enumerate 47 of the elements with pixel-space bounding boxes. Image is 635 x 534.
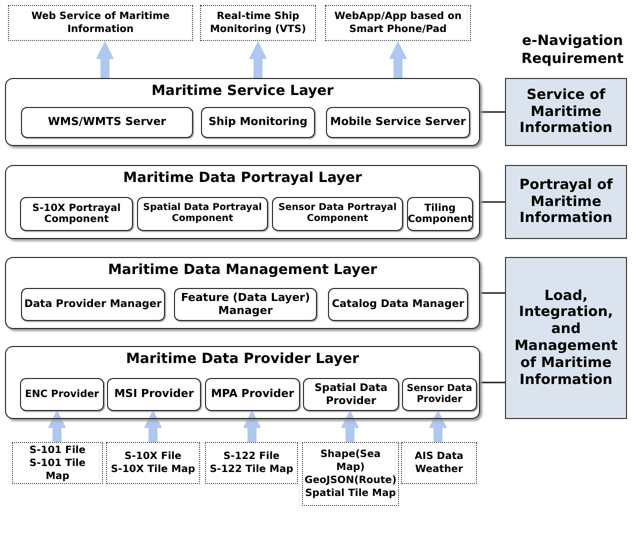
component-box: Feature (Data Layer) Manager: [174, 288, 317, 321]
layer-panel: [5, 257, 480, 329]
block-arrow: [96, 41, 114, 78]
requirement-box: Shape(Sea Map) GeoJSON(Route) Spatial Tile Map: [302, 442, 399, 506]
block-arrow: [243, 410, 261, 442]
block-arrow: [389, 41, 407, 78]
component-box: Sensor Data Portrayal Component: [272, 197, 403, 231]
connector-line: [480, 111, 505, 113]
connector-line: [480, 382, 505, 384]
component-box: Spatial Data Provider: [303, 378, 399, 411]
requirement-box: S-10X File S-10X Tile Map: [106, 442, 200, 484]
layer-title: Maritime Data Provider Layer: [124, 351, 360, 367]
component-box: Data Provider Manager: [21, 288, 165, 321]
component-box: Sensor Data Provider: [402, 378, 477, 411]
block-arrow: [144, 410, 162, 442]
block-arrow: [48, 410, 66, 442]
component-box: WMS/WMTS Server: [21, 107, 193, 138]
component-box: ENC Provider: [20, 378, 104, 411]
layer-title: Maritime Data Management Layer: [106, 262, 378, 278]
block-arrow: [429, 410, 447, 442]
component-box: Catalog Data Manager: [328, 288, 468, 321]
layer-title: Maritime Service Layer: [150, 83, 335, 99]
connector-line: [480, 201, 505, 203]
component-box: S-10X Portrayal Component: [20, 197, 133, 231]
layer-panel: [5, 78, 480, 146]
component-box: Tiling Component: [407, 197, 473, 231]
requirement-box: AIS Data Weather: [401, 442, 477, 484]
requirement-box: S-122 File S-122 Tile Map: [205, 442, 298, 484]
requirement-box: WebApp/App based on Smart Phone/Pad: [325, 5, 471, 41]
component-box: Ship Monitoring: [201, 107, 315, 138]
layer-panel: [5, 346, 480, 419]
component-box: MPA Provider: [205, 378, 300, 411]
requirement-box: S-101 File S-101 Tile Map: [12, 442, 103, 484]
component-box: MSI Provider: [107, 378, 201, 411]
requirement-box: Web Service of Maritime Information: [8, 5, 193, 41]
connector-line: [480, 292, 505, 294]
requirement-box: Real-time Ship Monitoring (VTS): [200, 5, 316, 41]
layer-panel: [5, 165, 480, 239]
block-arrow: [249, 41, 267, 78]
category-box: Service of Maritime Information: [505, 78, 627, 146]
category-box: Load, Integration, and Management of Maritime Information: [505, 257, 627, 419]
category-box: Portrayal of Maritime Information: [505, 165, 627, 239]
layer-title: Maritime Data Portrayal Layer: [122, 170, 363, 186]
component-box: Mobile Service Server: [326, 107, 470, 138]
heading-label: e-Navigation Requirement: [520, 32, 625, 68]
block-arrow: [341, 410, 359, 442]
component-box: Spatial Data Portrayal Component: [137, 197, 268, 231]
